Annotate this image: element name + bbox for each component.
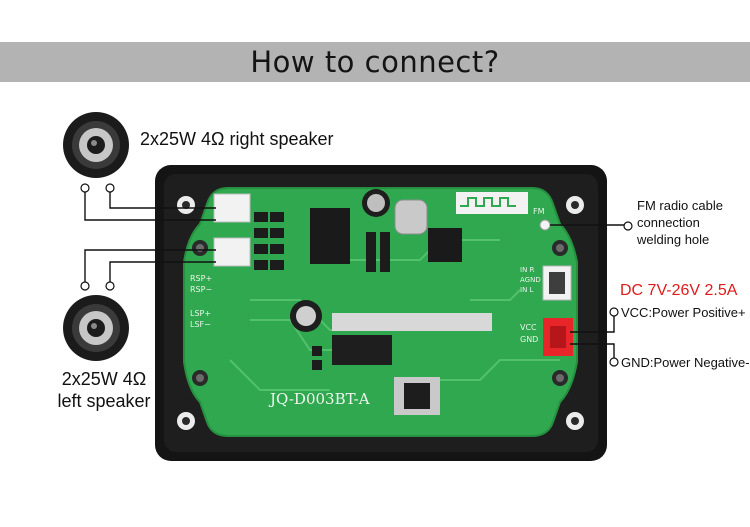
pcb-board bbox=[183, 187, 578, 437]
silk-rsp-minus: RSP− bbox=[190, 285, 212, 294]
silk-in-r: IN R bbox=[520, 266, 535, 274]
title-band: How to connect? bbox=[0, 42, 750, 82]
power-spec-label: DC 7V-26V 2.5A bbox=[620, 282, 738, 299]
wire-terminal-icons bbox=[80, 183, 633, 367]
silk-fm: FM bbox=[533, 207, 545, 216]
left-speaker-icon bbox=[63, 295, 129, 361]
amplifier-chip bbox=[310, 208, 350, 264]
silk-lsp-plus: LSP+ bbox=[190, 309, 211, 318]
board-model-label: JQ-D003BT-A bbox=[268, 390, 370, 408]
smd-components bbox=[254, 212, 390, 370]
vcc-label: VCC:Power Positive+ bbox=[621, 305, 746, 320]
sd-card-slot bbox=[332, 313, 492, 331]
page-title: How to connect? bbox=[250, 45, 500, 79]
silk-gnd: GND bbox=[520, 335, 538, 344]
fm-label-line2: connection bbox=[637, 215, 700, 230]
gnd-label: GND:Power Negative- bbox=[621, 355, 750, 370]
right-speaker-icon bbox=[63, 112, 129, 178]
left-speaker-terminal bbox=[213, 237, 251, 267]
enclosure-holes bbox=[177, 196, 584, 430]
connection-wires bbox=[84, 192, 624, 358]
right-speaker-label: 2x25W 4Ω right speaker bbox=[140, 129, 334, 149]
left-speaker-label-line1: 2x25W 4Ω bbox=[61, 369, 147, 389]
right-speaker-terminal bbox=[213, 193, 251, 223]
bluetooth-chip bbox=[428, 228, 462, 262]
silk-in-l: IN L bbox=[520, 286, 534, 294]
crystal bbox=[394, 199, 428, 235]
fm-label-line3: welding hole bbox=[637, 232, 710, 247]
left-speaker-label-line2: left speaker bbox=[57, 391, 151, 411]
pcb-screws bbox=[192, 240, 568, 386]
silk-agnd: AGND bbox=[520, 276, 541, 284]
silk-lsp-minus: LSF− bbox=[190, 320, 211, 329]
silk-vcc: VCC bbox=[520, 323, 537, 332]
fm-label-line1: FM radio cable bbox=[637, 198, 723, 213]
silk-rsp-plus: RSP+ bbox=[190, 274, 212, 283]
fm-solder-hole bbox=[539, 219, 551, 231]
